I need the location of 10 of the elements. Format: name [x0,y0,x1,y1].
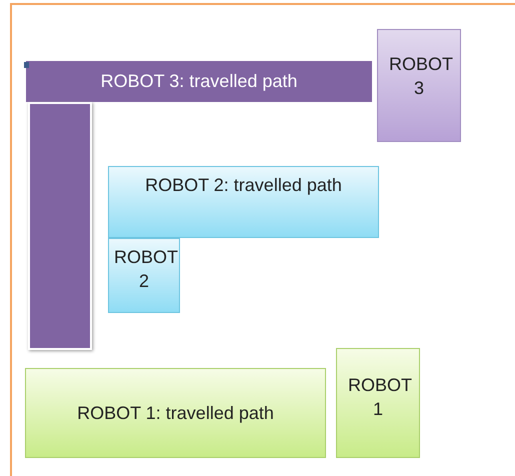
node-label: ROBOT 2: travelled path [145,174,342,197]
travelled-path-bar [25,368,326,458]
node-label: ROBOT 1: travelled path [77,402,274,425]
robot-box [108,238,180,313]
travelled-path-bar [24,59,374,104]
robot-box [377,29,461,142]
node-label: ROBOT 3: travelled path [100,70,298,94]
travelled-path-bar [108,166,379,238]
robot-box [336,348,420,458]
path-bar [28,102,92,350]
